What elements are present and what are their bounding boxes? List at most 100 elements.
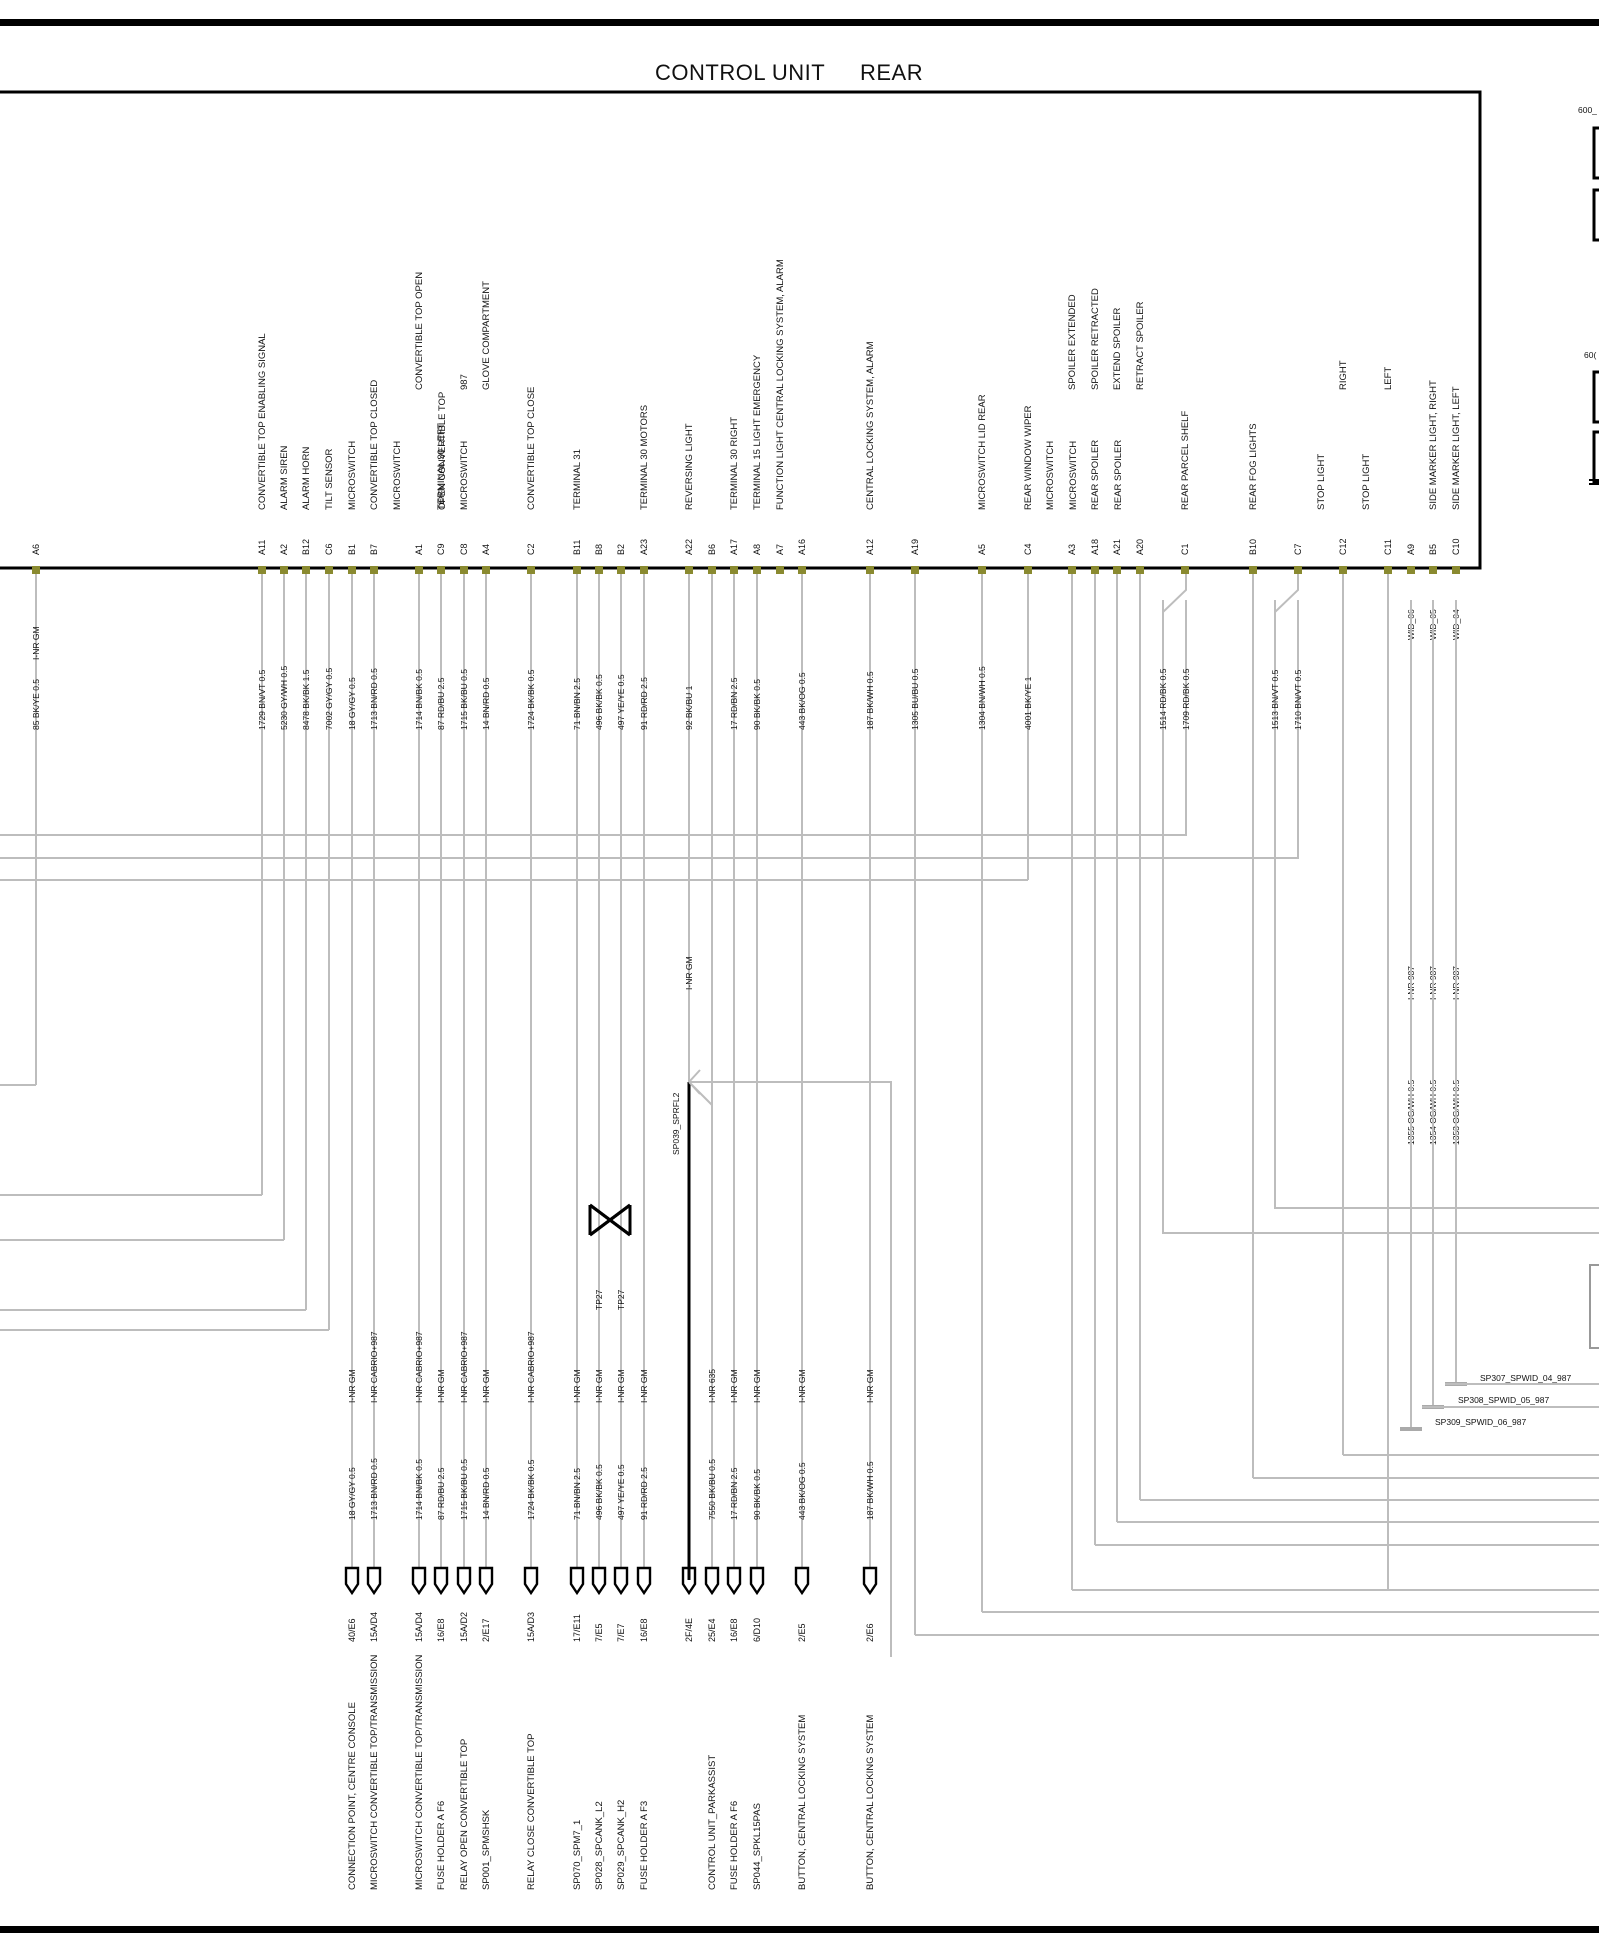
pin-terminal-A20: [1136, 566, 1144, 574]
connector-terminal-A16: [794, 1566, 810, 1596]
pin-terminal-A3: [1068, 566, 1076, 574]
connector-dest-A1: 15A/D4: [414, 1612, 424, 1642]
wire-label-A8: 90 BK/BK 0.5: [752, 679, 762, 730]
function-label-A11-0: CONVERTIBLE TOP ENABLING SIGNAL: [257, 333, 268, 510]
wire-label-A5: 1304 BN/WH 0.5: [977, 666, 987, 730]
pin-terminal-B2: [617, 566, 625, 574]
merged-wire-label-1: 1709 RD/BK 0.5: [1181, 668, 1191, 730]
connector-wire-A12: 187 BK/WH 0.5: [865, 1461, 875, 1520]
connector-dest-A4: 2/E17: [481, 1618, 491, 1642]
function-label-A5-0: MICROSWITCH LID REAR: [977, 394, 988, 510]
function-label-A4-0: MICROSWITCH: [459, 441, 470, 510]
connector-wire-C2: 1724 BK/BK 0.5: [526, 1459, 536, 1520]
pin-label-A18: A18: [1090, 539, 1100, 555]
pin-terminal-B11: [573, 566, 581, 574]
pin-terminal-A21: [1113, 566, 1121, 574]
connector-tag-C8: I-NR CABRIO+987: [459, 1331, 469, 1403]
connector-desc-A17-0: FUSE HOLDER A F6: [729, 1801, 740, 1890]
pin-label-A5: A5: [977, 544, 987, 555]
function-label-B7-0: CONVERTIBLE TOP CLOSED: [369, 380, 380, 510]
connector-desc-A1-0: MICROSWITCH CONVERTIBLE TOP/TRANSMISSION: [414, 1654, 425, 1890]
function-label-A1-0: MICROSWITCH: [392, 441, 403, 510]
pin-terminal-C4: [1024, 566, 1032, 574]
pin-terminal-B6: [708, 566, 716, 574]
connector-desc-A4-0: SP001_SPMSHSK: [481, 1809, 492, 1890]
connector-terminal-B8: [591, 1566, 607, 1596]
function-label-B12-0: ALARM HORN: [301, 447, 312, 510]
connector-terminal-A12: [862, 1566, 878, 1596]
pin-label-B2: B2: [616, 544, 626, 555]
stub-label-2: 60(: [1584, 350, 1596, 360]
wire-label-A2: 5230 GY/WH 0.5: [279, 665, 289, 730]
connector-tag-A4: I-NR GM: [481, 1369, 491, 1403]
connector-terminal-A8: [749, 1566, 765, 1596]
connector-terminal-B2: [613, 1566, 629, 1596]
connector-tag-A1: I-NR CABRIO+987: [414, 1331, 424, 1403]
pin-terminal-A8: [753, 566, 761, 574]
function-label-C1-0: REAR PARCEL SHELF: [1180, 411, 1191, 510]
pin-label-A7: A7: [775, 544, 785, 555]
connector-wire-C9: 87 RD/BU 2.5: [436, 1467, 446, 1520]
function-label-A4-1: GLOVE COMPARTMENT: [481, 281, 492, 390]
wire-tag-A6: I-NR GM: [31, 626, 41, 660]
function-label-C9-0: TERMINAL 30 LEFT: [436, 423, 447, 510]
function-label-A17-0: TERMINAL 30 RIGHT: [729, 417, 740, 510]
connector-dest-B7: 15A/D4: [369, 1612, 379, 1642]
connector-desc-C9-0: FUSE HOLDER A F6: [436, 1801, 447, 1890]
merged-wire-label-3: 1710 BN/VT 0.5: [1293, 669, 1303, 730]
connector-dest-A8: 6/D10: [752, 1618, 762, 1642]
connector-terminal-C2: [523, 1566, 539, 1596]
pin-label-A6: A6: [31, 544, 41, 555]
connector-dest-A16: 2/E5: [797, 1623, 807, 1642]
pin-terminal-C6: [325, 566, 333, 574]
function-label-A20-0: REAR SPOILER: [1113, 440, 1124, 510]
wire-label-C8: 1715 BK/BU 0.5: [459, 669, 469, 730]
connector-desc-A16-0: BUTTON, CENTRAL LOCKING SYSTEM: [797, 1715, 808, 1890]
connector-tag-B8: I-NR GM: [594, 1369, 604, 1403]
pin-label-A12: A12: [865, 539, 875, 555]
wire-label-B11: 71 BN/BN 2.5: [572, 678, 582, 730]
wire-label-B7: 1713 BN/RD 0.5: [369, 668, 379, 730]
pin-label-A8: A8: [752, 544, 762, 555]
pin-terminal-A5: [978, 566, 986, 574]
connector-wire-B7: 1713 BN/RD 0.5: [369, 1458, 379, 1520]
wire-label-A22: 92 BK/BU 1: [684, 685, 694, 730]
connector-terminal-B6: [704, 1566, 720, 1596]
wire-label-A19: 1305 BU/BU 0.5: [910, 668, 920, 730]
pin-label-A22: A22: [684, 539, 694, 555]
function-label-B11-0: TERMINAL 31: [572, 449, 583, 510]
connector-wire-B8: 496 BK/BK 0.5: [594, 1464, 604, 1520]
pin-terminal-A12: [866, 566, 874, 574]
connector-dest-A22: 2F/4E: [684, 1618, 694, 1642]
pin-label-B1: B1: [347, 544, 357, 555]
connector-tag-B11: I-NR GM: [572, 1369, 582, 1403]
connector-terminal-B7: [366, 1566, 382, 1596]
control-unit-location: REAR: [860, 60, 923, 85]
pin-terminal-C12: [1339, 566, 1347, 574]
pin-label-B11: B11: [572, 540, 582, 555]
pin-label-A17: A17: [729, 539, 739, 555]
pin-terminal-A7: [776, 566, 784, 574]
pin-label-B8: B8: [594, 544, 604, 555]
connector-terminal-A22: [681, 1566, 697, 1596]
connector-tag-B2: I-NR GM: [616, 1369, 626, 1403]
function-label-A18-1: SPOILER RETRACTED: [1090, 288, 1101, 390]
connector-terminal-B11: [569, 1566, 585, 1596]
wire-label-B1: 18 GY/GY 0.5: [347, 677, 357, 730]
twisted-pair-label-B2: TP27: [616, 1289, 626, 1310]
function-label-B1-0: MICROSWITCH: [347, 441, 358, 510]
wire-label-C2: 1724 BK/BK 0.5: [526, 669, 536, 730]
function-label-B10-0: REAR FOG LIGHTS: [1248, 423, 1259, 510]
pin-terminal-A18: [1091, 566, 1099, 574]
connector-desc-A23-0: FUSE HOLDER A F3: [639, 1801, 650, 1890]
connector-wire-B2: 497 YE/YE 0.5: [616, 1464, 626, 1520]
function-label-C10-0: SIDE MARKER LIGHT, LEFT: [1451, 386, 1462, 510]
connector-wire-A4: 14 BN/RD 0.5: [481, 1467, 491, 1520]
pin-label-B7: B7: [369, 544, 379, 555]
pin-label-C2: C2: [526, 543, 536, 555]
wire-label-B2: 497 YE/YE 0.5: [616, 674, 626, 730]
connector-dest-A23: 16/E8: [639, 1618, 649, 1642]
splice-sp039: SP039_SPRFL2: [671, 1069, 892, 1657]
